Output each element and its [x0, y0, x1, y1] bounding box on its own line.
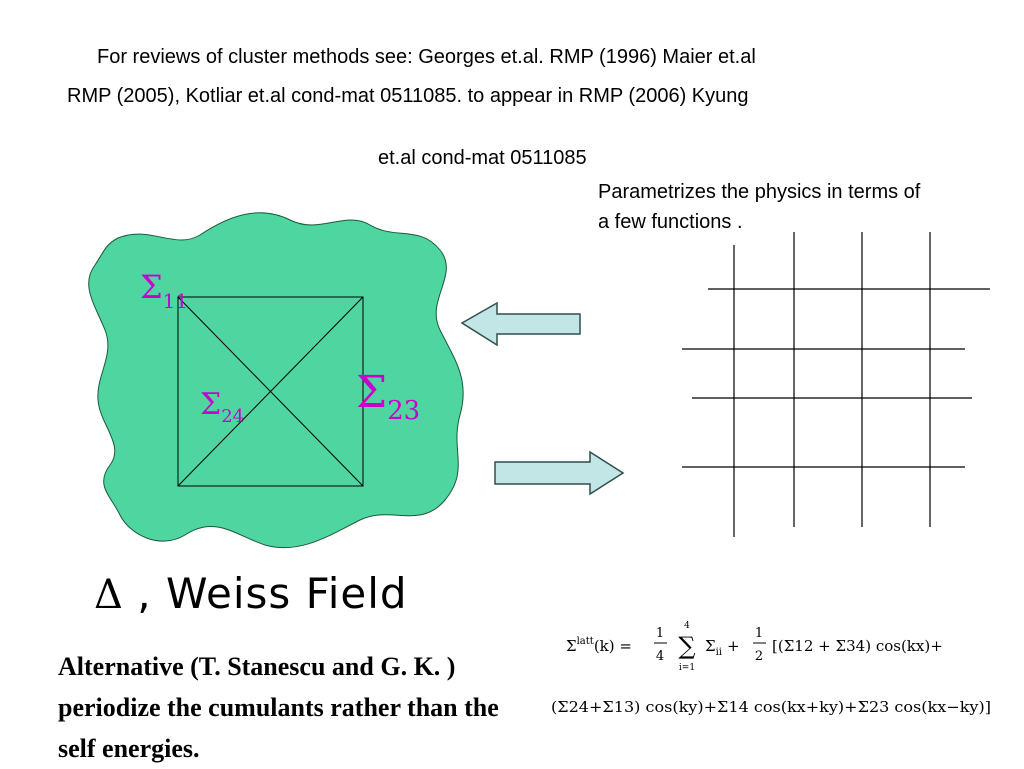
- left-arrow: [460, 301, 581, 347]
- svg-text:i=1: i=1: [679, 663, 695, 673]
- parametrizes-note: Parametrizes the physics in terms of a f…: [598, 181, 921, 233]
- weiss-field-text: , Weiss Field: [122, 569, 408, 618]
- reviews-header-line-3: et.al cond-mat 0511085: [378, 147, 587, 169]
- bath-blob: [88, 212, 464, 549]
- svg-text:2: 2: [755, 649, 763, 664]
- formula-line-2: (Σ24+Σ13) cos(ky)+Σ14 cos(kx+ky)+Σ23 cos…: [551, 698, 991, 716]
- cluster-diagonal-2: [177, 296, 364, 487]
- svg-text:4: 4: [656, 649, 664, 664]
- reviews-header-line-1: For reviews of cluster methods see: Geor…: [97, 46, 756, 68]
- svg-text:Σii+: Σii+: [705, 637, 740, 658]
- sigma-24-label: Σ24: [200, 387, 244, 427]
- reviews-header-line-2: RMP (2005), Kotliar et.al cond-mat 05110…: [67, 85, 749, 107]
- cluster-square: [177, 296, 364, 487]
- sigma-23-label: Σ23: [356, 367, 420, 426]
- svg-text:4: 4: [684, 621, 690, 631]
- svg-text:1: 1: [755, 626, 763, 641]
- weiss-field-label: Δ , Weiss Field: [94, 562, 408, 625]
- delta-symbol: Δ: [94, 572, 123, 618]
- sigma-11-label: Σ11: [140, 268, 188, 313]
- svg-text:[(Σ12 + Σ34) cos(kx)+: [(Σ12 + Σ34) cos(kx)+: [772, 637, 943, 655]
- right-arrow: [494, 450, 625, 496]
- svg-text:∑: ∑: [678, 632, 695, 660]
- alternative-paragraph: Alternative (T. Stanescu and G. K. ) per…: [58, 652, 499, 763]
- svg-text:1: 1: [656, 626, 664, 641]
- svg-text:Σlatt(k) =: Σlatt(k) =: [566, 636, 632, 655]
- formula-line-1: Σlatt(k) = 1 4 4 ∑ i=1 Σii+ 1 2 [(Σ12 + …: [566, 621, 943, 673]
